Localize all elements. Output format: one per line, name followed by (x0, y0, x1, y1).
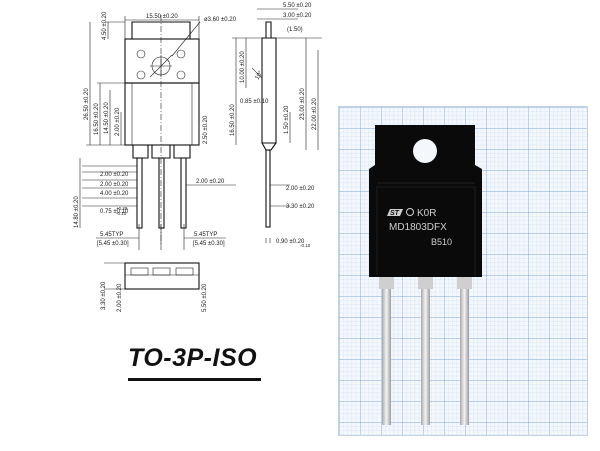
dim-side-c: (1.50) (287, 27, 303, 33)
front-view: 15.50 ±0.20 ø3.60 ±0.20 4.50 ±0.20 26.50… (74, 11, 237, 250)
dim-pitch-left-alt: [5.45 ±0.30] (97, 241, 129, 247)
lead-2 (158, 157, 165, 229)
dim-side-total2: 22.00 ±0.20 (312, 98, 318, 130)
lead-shoulder-right (173, 145, 191, 159)
dim-total-height: 26.50 ±0.20 (84, 88, 90, 120)
side-body (261, 37, 277, 144)
dim-side-lead2: 3.30 ±0.20 (286, 204, 315, 210)
dim-pin-a: 2.00 ±0.20 (100, 172, 129, 178)
dim-pitch-right: 5.45TYP (194, 232, 217, 238)
svg-text:ST: ST (390, 210, 400, 217)
dim-side-thin: 0.85 ±0.10 (240, 99, 269, 105)
bottom-outline (124, 262, 200, 290)
side-taper (261, 142, 277, 151)
st-logo-icon: ST (387, 208, 414, 217)
photo-lead-3 (460, 277, 469, 425)
photo-lead-2 (421, 277, 430, 425)
lead-shoulder-left (132, 145, 149, 159)
dim-body-height: 16.50 ±0.20 (94, 103, 100, 135)
dim-width: 15.50 ±0.20 (146, 14, 178, 20)
dim-pin-tol-plus: +0.20 (116, 206, 128, 211)
component-photo: ST K0R MD1803DFX B510 (338, 106, 588, 436)
dim-lead-right: 2.00 ±0.20 (196, 179, 225, 185)
dim-pin-c: 4.00 ±0.20 (100, 191, 129, 197)
front-tab-upper (124, 38, 200, 84)
dim-side-body: 16.50 ±0.20 (230, 104, 236, 136)
dim-shoulder: 2.00 ±0.20 (115, 107, 121, 136)
dim-front-right: 2.50 ±0.20 (203, 115, 209, 144)
side-view: 5.50 ±0.20 3.00 ±0.20 (1.50) 16.50 ±0.20… (230, 3, 322, 248)
photo-body (369, 125, 482, 277)
dim-pin-tol-minus: -0.10 (116, 211, 127, 216)
photo-marking-line2: MD1803DFX (389, 222, 447, 233)
bottom-view: 3.30 ±0.20 2.00 ±0.20 5.50 ±0.20 (101, 262, 208, 312)
dim-hole-dia: ø3.60 ±0.20 (204, 17, 237, 23)
lead-3 (180, 157, 187, 229)
dim-pin-b: 2.00 ±0.20 (100, 182, 129, 188)
dim-bottom-a: 3.30 ±0.20 (101, 281, 107, 310)
dim-side-small: 1.50 ±0.20 (284, 105, 290, 134)
dim-bottom-b: 2.00 ±0.20 (117, 283, 123, 312)
dim-tab-height: 4.50 ±0.20 (102, 11, 108, 40)
dim-side-upper: 10.00 ±0.20 (240, 51, 246, 83)
front-body (124, 82, 200, 146)
dim-pin-d: 0.75 ±0.10 (100, 209, 129, 215)
dim-side-lead-thk: 0.90 ±0.20 (276, 239, 305, 245)
side-lead (265, 149, 271, 228)
dim-side-lead-tol: -0.10 (300, 243, 311, 248)
dim-pitch-right-alt: [5.45 ±0.30] (193, 241, 225, 247)
package-title: TO-3P-ISO (128, 344, 258, 372)
dim-side-lead: 2.00 ±0.20 (286, 186, 315, 192)
front-tab-outline (131, 21, 191, 39)
dim-lead-length: 14.80 ±0.20 (74, 196, 80, 228)
photo-marking-line1: K0R (417, 208, 436, 219)
photo-marking-line3: B510 (431, 237, 452, 247)
photo-illustration: ST K0R MD1803DFX B510 (339, 107, 587, 435)
dim-side-a: 5.50 ±0.20 (283, 3, 312, 9)
side-tab (265, 21, 272, 38)
dim-pitch-left: 5.45TYP (100, 232, 123, 238)
title-underline (128, 378, 261, 381)
lead-1 (136, 157, 143, 229)
photo-mount-hole (413, 139, 437, 163)
dim-inner-height: 14.50 ±0.20 (104, 102, 110, 134)
photo-lead-1 (382, 277, 391, 425)
dim-side-b: 3.00 ±0.20 (283, 13, 312, 19)
dim-bottom-c: 5.50 ±0.20 (202, 283, 208, 312)
dim-side-total: 23.00 ±0.20 (300, 88, 306, 120)
